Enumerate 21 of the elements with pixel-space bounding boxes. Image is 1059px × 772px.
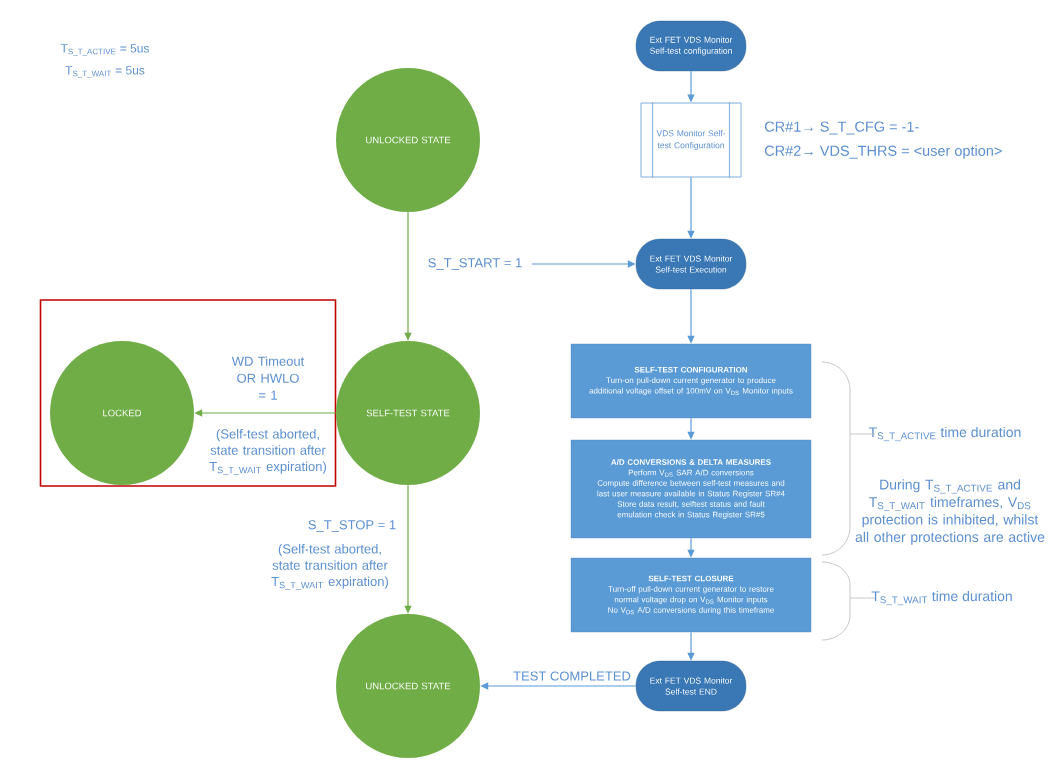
edge-label: S_T_START = 1 [426,257,524,271]
transition-note: (Self-test aborted, state transition after T$_{S_T_WAIT}$ expiration) [271,544,388,590]
edge-label: TEST COMPLETED [512,670,632,682]
process-box: SELF-TEST CONFIGURATION Turn-on pull-down current generator to produce additional voltage offset of 100mV on V$_{DS}$ Monitor inputs [570,343,812,419]
terminator-box: Ext FET VDS Monitor Self-test Execution [635,238,747,290]
register-note: CR#2→ VDS_THRS = <user option> [764,145,1002,159]
predefined-process-box: VDS Monitor Self-test Configuration [640,102,742,178]
duration-label: T$_{S_T_WAIT}$ time duration [871,590,1012,606]
terminator-box: Ext FET VDS Monitor Self-test configuration [635,20,747,72]
duration-label: T$_{S_T_ACTIVE}$ time duration [869,426,1021,442]
process-box: A/D CONVERSIONS & DELTA MEASURES Perform V$_{DS}$ SAR A/D conversions Compute difference between self-test measures and last user measure available in Status Register SR#4 Store data result, selftest status and fault emulation check in Status Register SR#5 [570,439,812,539]
process-box: SELF-TEST CLOSURE Turn-off pull-down current generator to restore normal voltage drop on V$_{DS}$ Monitor inputs No V$_{DS}$ A/D conversions during this timeframe [570,557,812,633]
region-frame [39,299,337,487]
edge-label: S_T_STOP = 1 [306,519,398,533]
timing-note: T$_{S_T_WAIT}$ = 5us [65,66,145,78]
register-note: CR#1→ S_T_CFG = -1- [764,121,919,135]
terminator-box: Ext FET VDS Monitor Self-test END [635,660,747,712]
timing-note: T$_{S_T_ACTIVE}$ = 5us [60,44,149,56]
transition-note: (Self-test aborted, state transition after T$_{S_T_WAIT}$ expiration) [209,429,326,475]
protection-note: During T$_{S_T_ACTIVE}$ and T$_{S_T_WAIT}$ timeframes, V$_{DS}$ protection is inhibited, whilst all other protections are active [855,479,1045,545]
edge-label: WD Timeout OR HWLO = 1 [225,355,311,401]
